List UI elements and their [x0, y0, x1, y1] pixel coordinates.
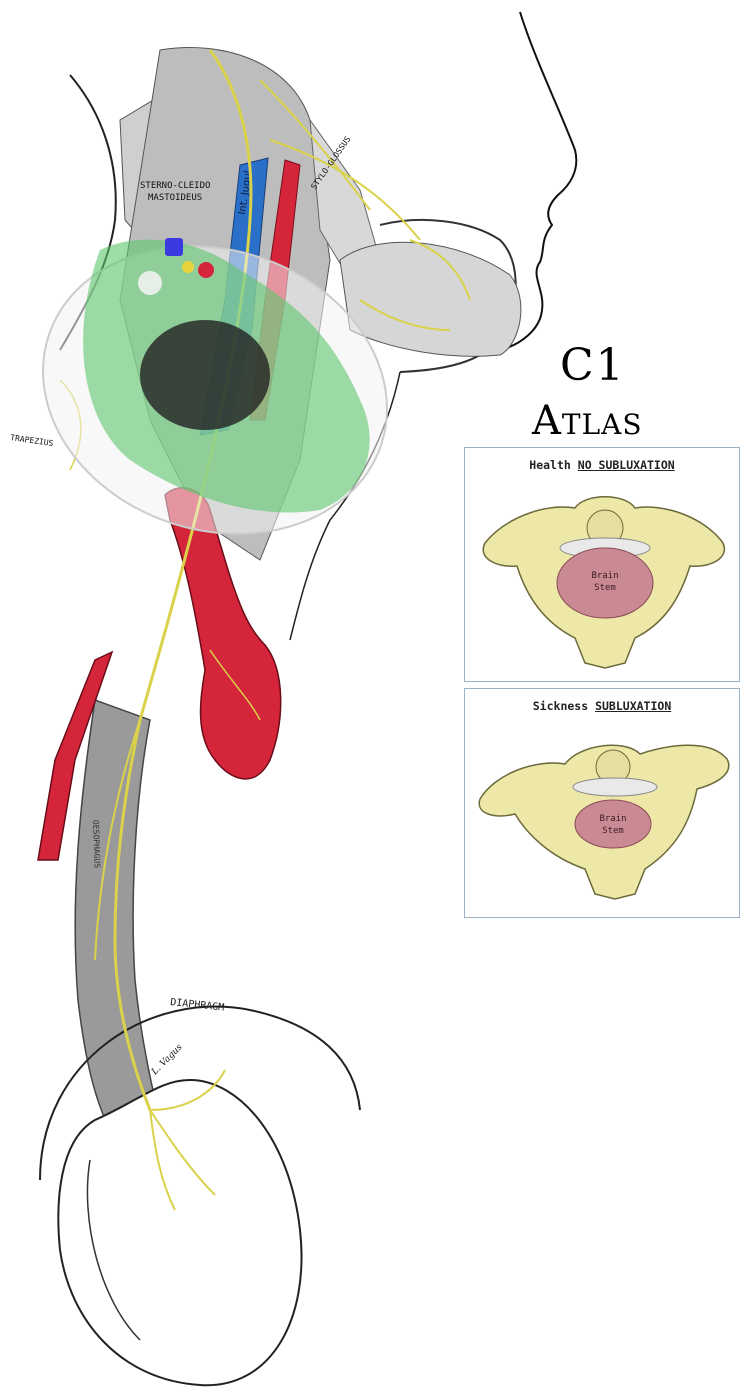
brainstem-label-2: Stem: [594, 583, 616, 593]
stomach-outline: [58, 1080, 301, 1385]
ligament-rotated: [573, 778, 657, 796]
overlay-yellow-marker: [182, 261, 194, 273]
atlas-vertebra-sickness: Brain Stem: [465, 689, 741, 919]
c1-heading: C1: [560, 340, 626, 391]
atlas-vertebra-health: Brain Stem: [465, 448, 741, 683]
sternocleido-label-1: STERNO-CLEIDO: [140, 181, 210, 191]
health-status: NO SUBLUXATION: [578, 458, 675, 472]
brainstem-sickness: [575, 800, 651, 848]
vagus-label: L. Vagus: [149, 1042, 185, 1078]
sickness-panel: Brain Stem Sickness SUBLUXATION: [464, 688, 740, 918]
overlay-canal: [140, 320, 270, 430]
health-panel-title: Health NO SUBLUXATION: [465, 458, 739, 472]
oesophagus-label: OESOPHAGUS: [91, 820, 102, 869]
sternocleido-label-2: MASTOIDEUS: [148, 193, 202, 203]
brainstem-label-sick-2: Stem: [602, 826, 624, 836]
overlay-red-marker: [198, 262, 214, 278]
health-label: Health: [529, 458, 571, 472]
brainstem-label-1: Brain: [591, 571, 618, 581]
atlas-heading: Atlas: [532, 398, 643, 444]
sickness-panel-title: Sickness SUBLUXATION: [465, 699, 739, 713]
health-panel: Brain Stem Health NO SUBLUXATION: [464, 447, 740, 682]
sickness-status: SUBLUXATION: [595, 699, 671, 713]
esophagus: [75, 700, 160, 1130]
trapezius-label: TRAPEZIUS: [10, 433, 54, 448]
overlay-white-marker: [138, 271, 162, 295]
overlay-blue-marker: [165, 238, 183, 256]
sickness-label: Sickness: [533, 699, 588, 713]
brainstem-label-sick-1: Brain: [599, 814, 626, 824]
